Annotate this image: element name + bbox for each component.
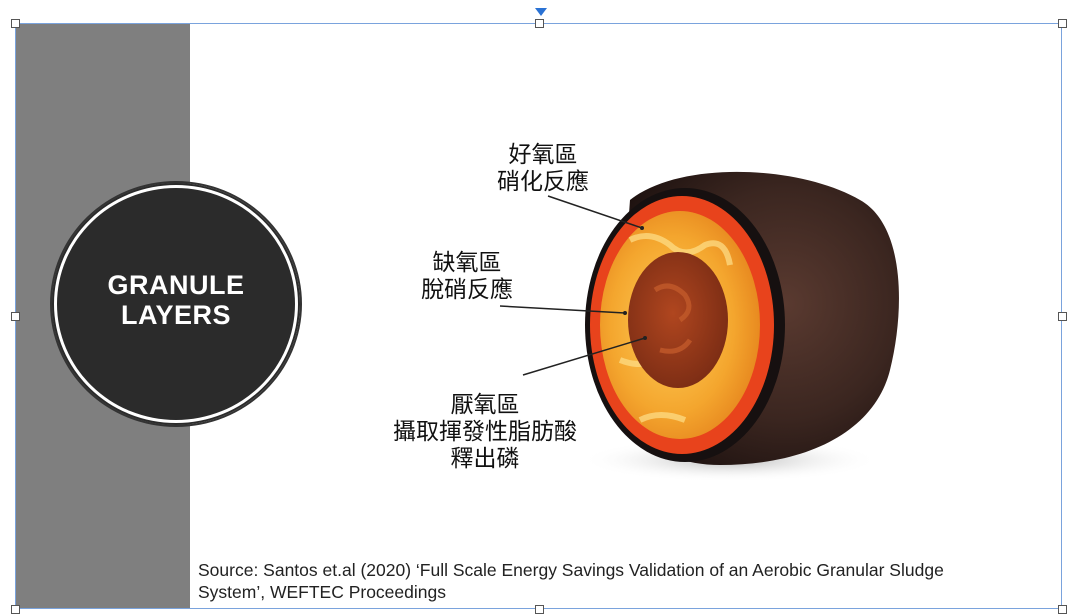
leader-anoxic-dot [623,311,627,315]
resize-handle-top-right[interactable] [1058,19,1067,28]
label-aerobic-line2: 硝化反應 [497,169,589,195]
resize-handle-top-left[interactable] [11,19,20,28]
anaerobic-core [628,252,728,388]
resize-handle-bottom-left[interactable] [11,605,20,614]
slide-title: GRANULE LAYERS [64,270,288,330]
label-anaerobic-line1: 厭氧區 [450,392,520,418]
core-texture [653,283,693,354]
label-aerobic: 好氧區 硝化反應 [478,142,608,196]
resize-handle-bottom-right[interactable] [1058,605,1067,614]
leader-aerobic [547,195,643,229]
label-aerobic-line1: 好氧區 [508,142,578,168]
resize-handle-bottom-middle[interactable] [535,605,544,614]
source-line2: System’, WEFTEC Proceedings [198,582,446,602]
label-anoxic: 缺氧區 脫硝反應 [402,250,532,304]
slide-title-line1: GRANULE [107,270,245,300]
label-anoxic-line1: 缺氧區 [432,250,502,276]
resize-handle-top-middle[interactable] [535,19,544,28]
leader-anaerobic [522,337,646,376]
leader-anaerobic-dot [643,336,647,340]
leader-anoxic [499,305,626,314]
title-circle [54,185,298,423]
label-anoxic-line2: 脫硝反應 [421,277,513,303]
label-anaerobic-line2: 攝取揮發性脂肪酸 [393,419,577,445]
slide-title-line2: LAYERS [120,300,232,330]
granule-cross-section-illustration [580,171,899,482]
source-citation: Source: Santos et.al (2020) ‘Full Scale … [198,559,1048,603]
label-anaerobic-line3: 釋出磷 [450,446,520,472]
rotate-handle-icon[interactable] [535,8,547,16]
resize-handle-middle-right[interactable] [1058,312,1067,321]
leader-aerobic-dot [640,226,644,230]
label-anaerobic: 厭氧區 攝取揮發性脂肪酸 釋出磷 [370,392,600,473]
resize-handle-middle-left[interactable] [11,312,20,321]
title-circle-outline [50,181,302,427]
source-line1: Source: Santos et.al (2020) ‘Full Scale … [198,560,944,580]
